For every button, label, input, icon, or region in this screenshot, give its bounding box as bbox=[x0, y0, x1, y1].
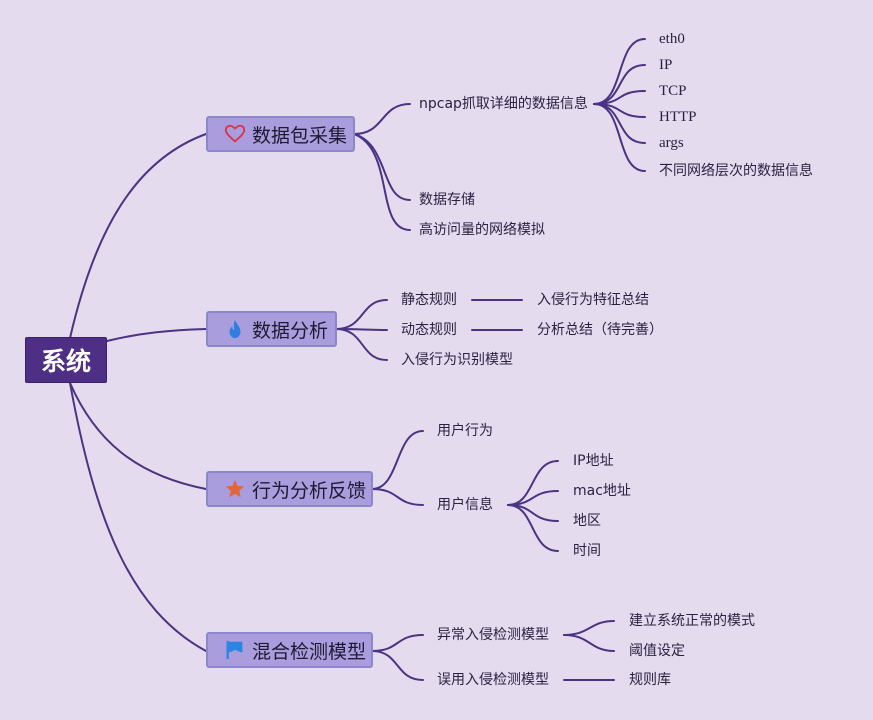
link-npcap-layers bbox=[593, 103, 646, 172]
node-dynamic-rules[interactable]: 动态规则 bbox=[401, 322, 457, 338]
link-b4-misuse bbox=[371, 650, 424, 681]
node-ip[interactable]: IP bbox=[659, 57, 673, 73]
node-normal-pattern[interactable]: 建立系统正常的模式 bbox=[629, 613, 755, 629]
node-ip-address[interactable]: IP地址 bbox=[573, 453, 614, 469]
flag-icon bbox=[224, 639, 246, 661]
branch-behavior-feedback[interactable]: 行为分析反馈 bbox=[206, 471, 373, 507]
link-b2-model bbox=[335, 328, 388, 361]
branch-packet-capture[interactable]: 数据包采集 bbox=[206, 116, 355, 152]
link-b3-info bbox=[371, 488, 424, 506]
node-user-behavior[interactable]: 用户行为 bbox=[437, 423, 493, 439]
node-region[interactable]: 地区 bbox=[573, 513, 601, 529]
node-intrusion-model[interactable]: 入侵行为识别模型 bbox=[401, 352, 513, 368]
node-tcp[interactable]: TCP bbox=[659, 83, 687, 99]
link-b3-behavior bbox=[371, 430, 424, 490]
node-traffic-simulation[interactable]: 高访问量的网络模拟 bbox=[419, 222, 545, 238]
link-b4-anomaly bbox=[371, 634, 424, 652]
star-icon bbox=[224, 478, 246, 500]
link-anomaly-threshold bbox=[563, 634, 615, 652]
node-mac-address[interactable]: mac地址 bbox=[573, 483, 631, 499]
branch-label: 数据分析 bbox=[252, 319, 329, 342]
link-npcap-eth0 bbox=[593, 38, 646, 105]
link-info-time bbox=[507, 504, 559, 552]
node-eth0[interactable]: eth0 bbox=[659, 31, 685, 47]
node-network-layers[interactable]: 不同网络层次的数据信息 bbox=[659, 163, 813, 179]
root-node[interactable]: 系统 bbox=[25, 337, 107, 383]
node-args[interactable]: args bbox=[659, 135, 684, 151]
flame-icon bbox=[224, 318, 246, 340]
link-b1-npcap bbox=[353, 103, 411, 135]
branch-label: 数据包采集 bbox=[252, 124, 348, 147]
root-label: 系统 bbox=[40, 347, 91, 376]
node-anomaly-detection[interactable]: 异常入侵检测模型 bbox=[437, 627, 549, 643]
node-data-storage[interactable]: 数据存储 bbox=[419, 192, 475, 208]
link-root-branch3 bbox=[69, 382, 207, 490]
link-root-branch2 bbox=[106, 328, 207, 342]
link-root-branch4 bbox=[69, 382, 207, 652]
link-b1-storage bbox=[353, 133, 411, 201]
link-anomaly-normal bbox=[563, 620, 615, 636]
node-threshold[interactable]: 阈值设定 bbox=[629, 643, 685, 659]
node-intrusion-features[interactable]: 入侵行为特征总结 bbox=[537, 292, 649, 308]
link-root-branch1 bbox=[69, 133, 207, 339]
node-analysis-summary[interactable]: 分析总结（待完善） bbox=[537, 322, 663, 338]
link-b2-static bbox=[335, 299, 388, 330]
branch-hybrid-detection[interactable]: 混合检测模型 bbox=[206, 632, 373, 668]
heart-icon bbox=[224, 123, 246, 145]
branch-label: 行为分析反馈 bbox=[252, 479, 367, 502]
branch-data-analysis[interactable]: 数据分析 bbox=[206, 311, 337, 347]
node-npcap[interactable]: npcap抓取详细的数据信息 bbox=[419, 96, 588, 112]
node-misuse-detection[interactable]: 误用入侵检测模型 bbox=[437, 672, 549, 688]
node-user-info[interactable]: 用户信息 bbox=[437, 497, 493, 513]
node-rule-base[interactable]: 规则库 bbox=[629, 672, 671, 688]
link-b1-sim bbox=[353, 133, 411, 231]
branch-label: 混合检测模型 bbox=[252, 640, 367, 663]
node-time[interactable]: 时间 bbox=[573, 543, 601, 559]
node-http[interactable]: HTTP bbox=[659, 109, 697, 125]
node-static-rules[interactable]: 静态规则 bbox=[401, 292, 457, 308]
